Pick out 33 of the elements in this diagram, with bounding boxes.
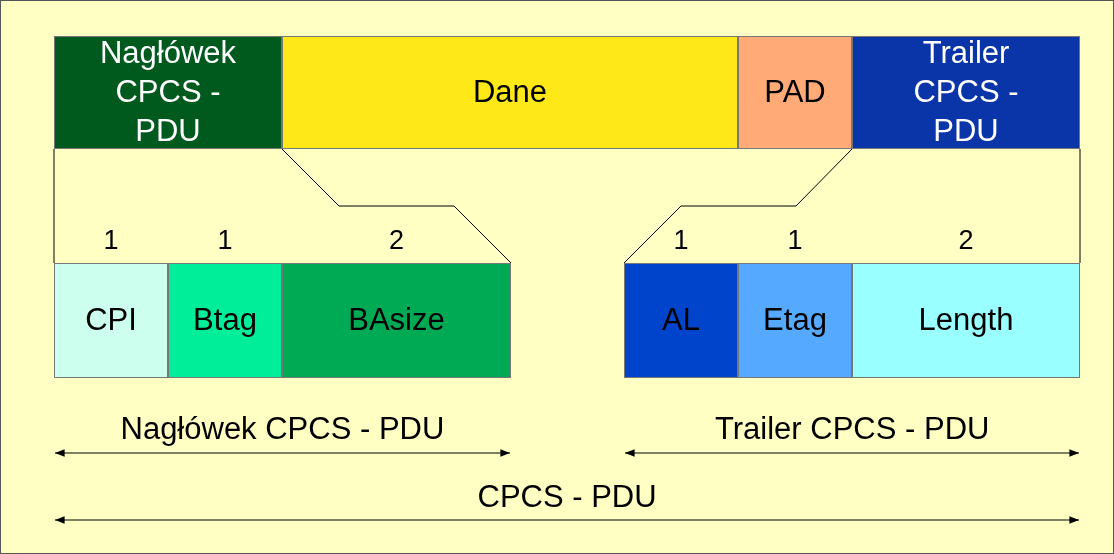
field-size: 2 [388,225,405,256]
subfield-box [282,263,511,378]
field-name: AL [662,301,700,340]
expansion-line [623,148,853,264]
subfield-box [738,263,852,378]
field-size: 1 [672,225,690,256]
field-name: Btag [193,301,257,340]
header-field [738,36,852,149]
subfield-box [624,263,738,378]
header-field [282,36,738,149]
expansion-line [53,148,55,264]
dimension-label: Nagłówek CPCS - PDU [120,411,445,447]
subfield-box [54,263,168,378]
field-name: Nagłówek CPCS - PDU [98,34,238,150]
expansion-line [1079,148,1081,264]
dimension-label: Trailer CPCS - PDU [715,411,990,447]
field-size: 2 [957,225,975,256]
field-name: CPI [85,301,137,340]
subfield-box [168,263,282,378]
field-size: 1 [216,225,234,256]
field-name: BAsize [348,301,445,340]
field-name: Trailer CPCS - PDU [912,34,1020,150]
header-field [54,36,282,149]
field-name: Etag [763,301,827,340]
subfield-box [852,263,1080,378]
expansion-line [281,148,512,264]
field-size: 1 [102,225,120,256]
header-field [852,36,1080,149]
field-size: 1 [786,225,804,256]
field-name: Dane [472,73,548,112]
field-name: PAD [764,73,826,112]
dimension-label: CPCS - PDU [477,479,657,515]
field-name: Length [918,301,1014,340]
